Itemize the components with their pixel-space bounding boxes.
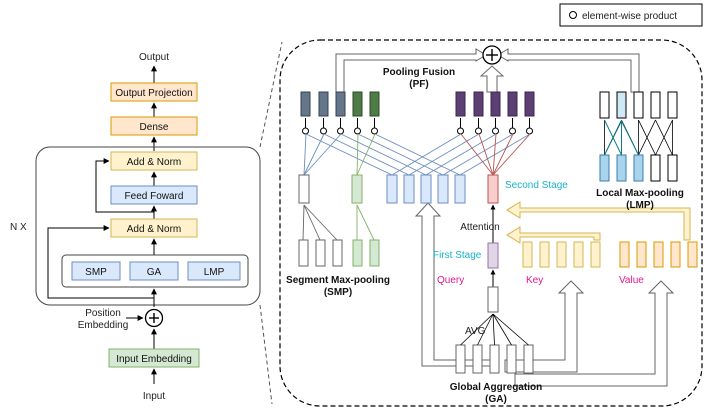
add-norm-bottom-box	[110, 218, 198, 238]
lmp-box	[187, 261, 241, 281]
add-norm-top-label: Add & Norm	[127, 157, 181, 168]
smp-abbr-label: (SMP)	[324, 287, 352, 298]
circle-to-bar-links	[305, 118, 530, 128]
smp-input-bars	[298, 239, 380, 267]
avg-label: AVG	[465, 326, 486, 337]
pooling-fusion-label: Pooling Fusion	[383, 67, 455, 78]
second-stage-label: Second Stage	[505, 180, 568, 191]
smp-pooled-grey	[298, 174, 310, 204]
smp-label: SMP	[85, 267, 107, 278]
output-label: Output	[139, 52, 169, 63]
dense-label: Dense	[140, 122, 169, 133]
query-label: Query	[437, 275, 464, 286]
attention-label: Attention	[460, 222, 499, 233]
ga-abbr-label: (GA)	[485, 394, 507, 405]
local-max-pooling-label: Local Max-pooling	[596, 188, 684, 199]
lmp-top-bars	[599, 91, 678, 119]
element-wise-product-icon	[569, 11, 577, 19]
lmp-label: LMP	[204, 267, 225, 278]
legend: element-wise product	[559, 3, 703, 27]
lmp-abbr-label: (LMP)	[626, 200, 654, 211]
smp-box	[71, 261, 121, 281]
global-aggregation-label: Global Aggregation	[450, 382, 542, 393]
segment-max-pooling-label: Segment Max-pooling	[286, 275, 390, 286]
detail-container	[279, 39, 703, 407]
lmp-bottom-bars	[599, 154, 678, 182]
lmp-lines	[604, 119, 673, 156]
key-label: Key	[526, 275, 543, 286]
position-label-line1: Position	[85, 308, 121, 319]
avg-box	[487, 286, 499, 313]
input-embedding-box	[108, 348, 200, 368]
value-bars	[619, 241, 698, 268]
nx-label: N X	[10, 222, 27, 233]
detail-panel: Pooling Fusion (PF)	[279, 39, 703, 407]
feed-forward-label: Feed Foward	[125, 191, 184, 202]
add-norm-top-box	[110, 151, 198, 171]
avg-lines	[460, 313, 529, 346]
smp-pooled-green	[351, 174, 363, 204]
input-embedding-label: Input Embedding	[116, 354, 192, 365]
value-label: Value	[619, 275, 644, 286]
key-bars	[522, 241, 601, 268]
product-circles	[302, 127, 533, 135]
input-label: Input	[143, 391, 165, 402]
smp-green-pool-lines	[356, 204, 375, 241]
fused-output-bars	[300, 91, 535, 117]
lmp-teal-lines	[604, 119, 639, 156]
attention-modules-container	[61, 254, 249, 288]
nx-container	[35, 146, 261, 306]
feed-forward-box	[110, 185, 198, 205]
position-label-line2: Embedding	[78, 320, 129, 331]
attention-arrows	[506, 201, 691, 244]
first-stage-label: First Stage	[433, 250, 482, 261]
pf-label: (PF)	[409, 79, 428, 90]
smp-pool-lines	[302, 204, 338, 241]
green-connections	[356, 133, 376, 176]
output-projection-box	[110, 82, 198, 102]
ga-box	[129, 261, 179, 281]
output-projection-label: Output Projection	[115, 88, 192, 99]
ga-label: GA	[147, 267, 162, 278]
ga-output-bars	[386, 174, 466, 204]
first-stage-box	[487, 242, 499, 269]
dense-box	[110, 116, 198, 136]
add-norm-bottom-label: Add & Norm	[127, 224, 181, 235]
second-stage-box	[487, 174, 499, 204]
legend-text: element-wise product	[582, 11, 677, 22]
red-connections	[460, 133, 531, 176]
left-architecture: Output Output Projection Dense N X Add &…	[10, 52, 261, 402]
smp-connections	[303, 133, 342, 176]
